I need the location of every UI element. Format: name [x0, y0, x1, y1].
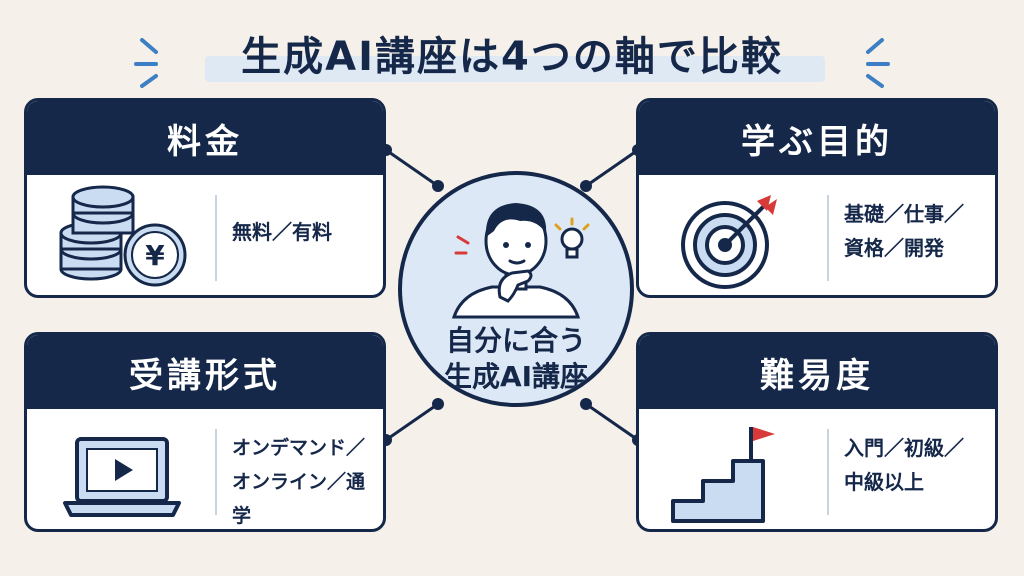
title-area: 生成AI講座は4つの軸で比較 [0, 14, 1024, 88]
card-purpose-divider [827, 195, 829, 281]
target-arrow-icon [681, 195, 777, 289]
sparkle-lines-right-icon [866, 38, 890, 88]
card-purpose-heading: 学ぶ目的 [639, 101, 995, 175]
card-level-text: 入門／初級／ 中級以上 [844, 436, 964, 494]
card-format-body: オンデマンド／ オンライン／通学 [27, 409, 383, 529]
page-title: 生成AI講座は4つの軸で比較 [241, 34, 783, 80]
card-level-body: 入門／初級／ 中級以上 [639, 409, 995, 529]
card-purpose-text: 基礎／仕事／ 資格／開発 [844, 202, 964, 260]
card-fee-divider [215, 195, 217, 281]
laptop-play-icon [63, 437, 181, 517]
coins-yen-icon: ¥ [59, 185, 187, 287]
card-level-heading: 難易度 [639, 335, 995, 409]
card-purpose-body: 基礎／仕事／ 資格／開発 [639, 175, 995, 295]
card-format-divider [215, 429, 217, 515]
card-level-divider [827, 429, 829, 515]
card-level: 難易度 入門／初級／ 中級以上 [636, 332, 998, 532]
card-fee-heading: 料金 [27, 101, 383, 175]
card-purpose: 学ぶ目的 基礎／仕事／ 資格／開発 [636, 98, 998, 298]
sparkle-lines-left-icon [134, 38, 158, 88]
stairs-flag-icon [671, 427, 775, 523]
card-format: 受講形式 オンデマンド／ オンライン／通学 [24, 332, 386, 532]
thinking-person-icon [451, 203, 590, 319]
card-format-text: オンデマンド／ オンライン／通学 [232, 437, 366, 527]
card-format-heading: 受講形式 [27, 335, 383, 409]
title-highlight [205, 56, 825, 82]
card-fee-body: ¥ 無料／有料 [27, 175, 383, 295]
card-fee-text: 無料／有料 [232, 220, 332, 244]
center-circle: 自分に合う 生成AI講座 [398, 171, 634, 407]
svg-text:¥: ¥ [145, 239, 165, 272]
center-label: 自分に合う 生成AI講座 [443, 324, 589, 393]
card-fee: 料金 ¥ 無料／有料 [24, 98, 386, 298]
